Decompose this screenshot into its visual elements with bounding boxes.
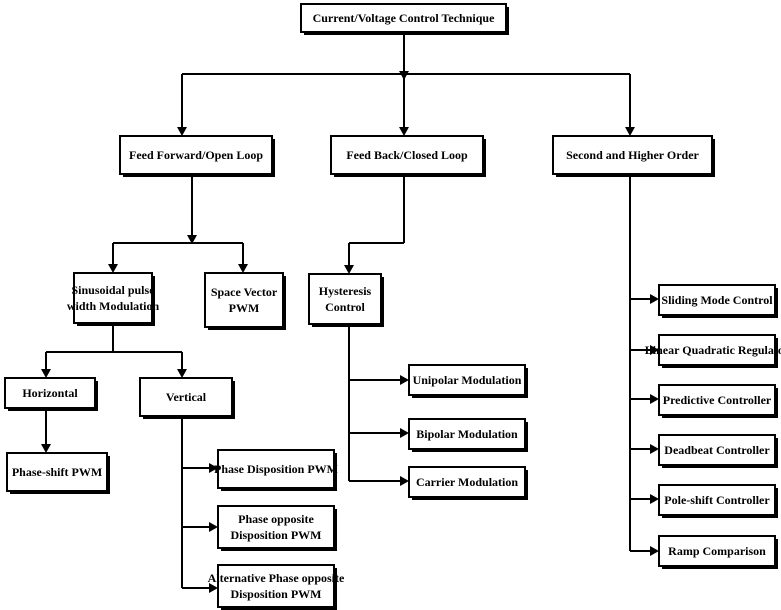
node-label: Alternative Phase opposite <box>208 571 345 585</box>
arrowhead <box>400 375 409 385</box>
node-sliding: Sliding Mode Control <box>658 284 778 318</box>
node-label: Bipolar Modulation <box>416 427 518 441</box>
node-box <box>119 135 273 175</box>
node-label: Phase Disposition PWM <box>214 462 338 476</box>
node-label: Sliding Mode Control <box>661 293 773 307</box>
arrowhead <box>209 522 218 532</box>
node-label: Current/Voltage Control Technique <box>313 11 495 25</box>
node-carrier: Carrier Modulation <box>408 466 528 500</box>
node-box <box>73 272 153 324</box>
node-pd: Phase Disposition PWM <box>214 449 338 491</box>
node-label: Unipolar Modulation <box>413 373 522 387</box>
node-label: Carrier Modulation <box>416 475 518 489</box>
node-box <box>217 505 335 549</box>
node-box <box>658 434 776 466</box>
node-pole-shift: Pole-shift Controller <box>658 484 778 518</box>
node-label: Horizontal <box>22 386 78 400</box>
arrowhead <box>399 127 409 136</box>
node-feed-forward: Feed Forward/Open Loop <box>119 135 275 177</box>
node-label: Predictive Controller <box>663 393 772 407</box>
arrowhead <box>41 444 51 453</box>
arrowhead <box>400 476 409 486</box>
arrowhead <box>625 127 635 136</box>
node-label: Space Vector <box>211 285 278 299</box>
node-box <box>408 364 526 396</box>
arrowhead <box>399 71 409 80</box>
arrowhead <box>650 494 659 504</box>
node-box <box>217 449 335 489</box>
node-label: Hysteresis <box>319 284 372 298</box>
arrowhead <box>177 127 187 136</box>
node-phase-shift: Phase-shift PWM <box>6 452 110 494</box>
node-box <box>300 3 507 33</box>
node-label: Phase-shift PWM <box>12 465 102 479</box>
node-label: width Modulation <box>67 299 160 313</box>
arrowhead <box>209 583 218 593</box>
arrowhead <box>650 546 659 556</box>
node-box <box>552 135 713 175</box>
node-unipolar: Unipolar Modulation <box>408 364 528 398</box>
node-label: PWM <box>229 301 260 315</box>
node-label: Disposition PWM <box>230 528 321 542</box>
node-box <box>217 564 335 608</box>
arrowhead <box>238 264 248 273</box>
arrowhead <box>650 394 659 404</box>
node-label: Ramp Comparison <box>668 544 766 558</box>
node-box <box>658 384 776 416</box>
node-box <box>658 284 776 316</box>
node-spwm: Sinusoidal pulse width Modulation <box>67 272 160 326</box>
node-feed-back: Feed Back/Closed Loop <box>330 135 486 177</box>
node-deadbeat: Deadbeat Controller <box>658 434 778 468</box>
node-root: Current/Voltage Control Technique <box>300 3 509 35</box>
node-label: Disposition PWM <box>230 587 321 601</box>
node-higher-order: Second and Higher Order <box>552 135 715 177</box>
arrowhead <box>650 345 659 355</box>
node-predictive: Predictive Controller <box>658 384 778 418</box>
node-label: Vertical <box>166 390 207 404</box>
connectors <box>41 32 659 593</box>
node-label: Sinusoidal pulse <box>71 283 155 297</box>
node-box <box>139 377 233 417</box>
arrowhead <box>41 369 51 378</box>
node-box <box>308 273 382 325</box>
node-horizontal: Horizontal <box>4 377 98 411</box>
node-ramp: Ramp Comparison <box>658 535 778 569</box>
node-label: Phase opposite <box>238 512 314 526</box>
node-box <box>204 272 284 328</box>
node-label: Control <box>325 300 365 314</box>
arrowhead <box>650 444 659 454</box>
node-label: Pole-shift Controller <box>664 493 770 507</box>
node-vertical: Vertical <box>139 377 235 419</box>
node-box <box>408 418 526 450</box>
node-box <box>658 334 776 366</box>
arrowhead <box>108 264 118 273</box>
node-box <box>658 535 776 567</box>
arrowhead <box>400 428 409 438</box>
arrowhead <box>344 265 354 274</box>
arrowhead <box>177 369 187 378</box>
node-label: Feed Back/Closed Loop <box>346 148 468 162</box>
node-label: Linear Quadratic Regulator <box>645 343 781 357</box>
node-box <box>6 452 108 492</box>
node-box <box>330 135 484 175</box>
node-label: Feed Forward/Open Loop <box>129 148 263 162</box>
node-box <box>4 377 96 409</box>
node-label: Second and Higher Order <box>566 148 699 162</box>
node-box <box>658 484 776 516</box>
arrowhead <box>209 463 218 473</box>
arrowhead <box>187 235 197 244</box>
node-lqr: Linear Quadratic Regulator <box>645 334 781 368</box>
node-box <box>408 466 526 498</box>
node-bipolar: Bipolar Modulation <box>408 418 528 452</box>
node-label: Deadbeat Controller <box>664 443 770 457</box>
arrowhead <box>650 294 659 304</box>
